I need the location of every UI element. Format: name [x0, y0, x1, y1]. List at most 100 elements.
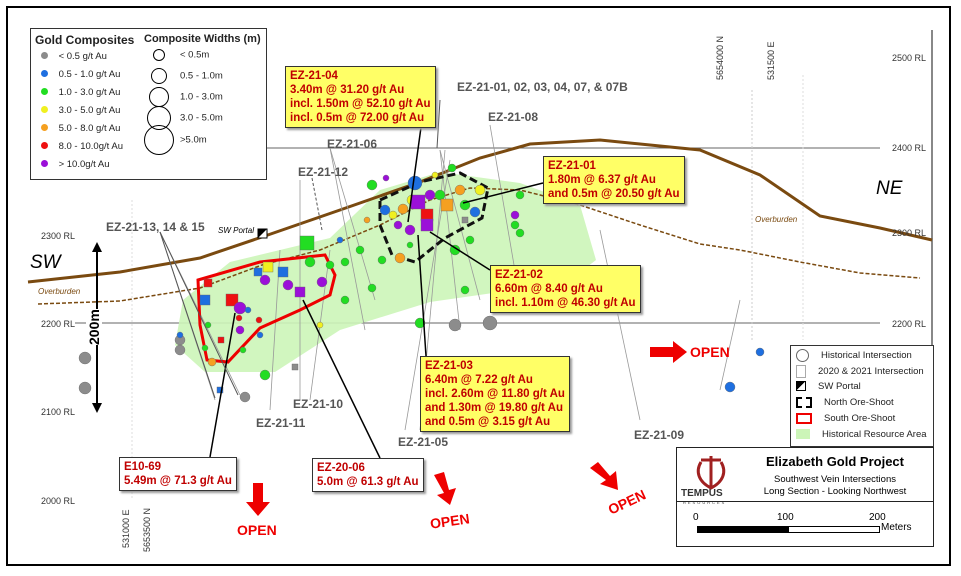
- open-label-east: OPEN: [690, 344, 730, 360]
- composite-marker: [363, 216, 371, 224]
- composite-marker: [259, 369, 271, 381]
- scale-tick-0: 0: [693, 512, 699, 523]
- topography-line: [27, 138, 933, 284]
- legend-symbol-label: Historical Resource Area: [822, 429, 927, 440]
- legend-gold-label: > 10.0g/t Au: [58, 159, 110, 170]
- legend-gold-item: > 10.0g/t Au: [41, 159, 110, 170]
- composite-marker: [207, 357, 217, 367]
- legend-width-label: 1.0 - 3.0m: [180, 91, 223, 103]
- callout-line: and 1.30m @ 19.80 g/t Au: [425, 402, 563, 414]
- composite-marker: [379, 204, 391, 216]
- composite-marker: [256, 331, 264, 339]
- historical-resource-area: [175, 172, 596, 372]
- sw-portal-label: SW Portal: [218, 226, 255, 235]
- callout-line: and 0.5m @ 3.15 g/t Au: [425, 416, 551, 428]
- rl-label-2300-right: 2300 RL: [892, 228, 927, 238]
- composite-marker: [404, 224, 416, 236]
- legend-symbol-icon: [796, 365, 806, 378]
- composite-marker: [449, 244, 461, 256]
- drill-label-ez-21-12: EZ-21-12: [298, 165, 349, 179]
- composites-legend: Gold Composites < 0.5 g/t Au 0.5 - 1.0 g…: [30, 28, 267, 180]
- legend-gold-item: 8.0 - 10.0g/t Au: [41, 141, 123, 152]
- composite-marker: [377, 255, 387, 265]
- callout-line: incl. 1.10m @ 46.30 g/t Au: [495, 297, 636, 309]
- drill-trace: [719, 299, 741, 391]
- drill-label-ez-21-10: EZ-21-10: [293, 397, 344, 411]
- north-ore-shoot: [378, 171, 490, 264]
- grade-dot-icon: [41, 160, 48, 167]
- composite-marker: [474, 184, 486, 196]
- composite-marker: [382, 174, 390, 182]
- title-divider: [677, 501, 933, 502]
- legend-symbol-icon: [796, 349, 809, 362]
- composite-marker: [414, 317, 426, 329]
- composite-marker: [388, 210, 398, 220]
- drill-trace: [329, 147, 376, 301]
- rl-label-2200: 2200 RL: [41, 319, 76, 329]
- composite-marker: [282, 279, 294, 291]
- composite-marker: [304, 256, 316, 268]
- composite-marker: [510, 220, 520, 230]
- composite-marker: [253, 267, 263, 277]
- rl-label-2500: 2500 RL: [892, 53, 927, 63]
- composite-marker: [469, 206, 481, 218]
- drill-label-ez-21-06: EZ-21-06: [327, 137, 378, 151]
- grade-dot-icon: [41, 70, 48, 77]
- legend-gold-label: < 0.5 g/t Au: [58, 51, 107, 62]
- northing-label-top: 5654000 N: [715, 35, 725, 80]
- callout-line: 6.60m @ 8.40 g/t Au: [495, 283, 603, 295]
- composite-marker: [316, 321, 324, 329]
- drill-label-ez-21-11: EZ-21-11: [256, 416, 306, 430]
- width-circle-icon: [153, 49, 165, 61]
- composite-marker: [78, 351, 92, 365]
- legend-gold-label: 8.0 - 10.0g/t Au: [58, 141, 123, 152]
- scale-unit: Meters: [881, 522, 912, 533]
- drill-label-ez-21-group: EZ-21-01, 02, 03, 04, 07, & 07B: [457, 80, 628, 94]
- callout-line: incl. 2.60m @ 11.80 g/t Au: [425, 388, 565, 400]
- composite-marker: [515, 190, 525, 200]
- callout-line: EZ-20-06: [317, 462, 365, 474]
- callout-line: 5.49m @ 71.3 g/t Au: [124, 475, 232, 487]
- composite-marker: [397, 203, 409, 215]
- composite-marker: [482, 315, 498, 331]
- open-arrow-down-3: [590, 462, 618, 490]
- composite-marker: [340, 295, 350, 305]
- composite-marker: [420, 218, 434, 232]
- composite-marker: [367, 283, 377, 293]
- callout-line: EZ-21-01: [548, 160, 596, 172]
- legend-width-item: < 0.5m: [144, 49, 209, 61]
- logo-text: TEMPUS: [681, 488, 723, 499]
- easting-label-bottom: 531000 E: [121, 509, 131, 548]
- composite-marker: [316, 276, 328, 288]
- callout-line: 3.40m @ 31.20 g/t Au: [290, 84, 405, 96]
- project-title: Elizabeth Gold Project: [766, 454, 904, 469]
- tempus-logo-icon: [696, 456, 726, 490]
- legend-symbol-item: SW Portal: [796, 381, 861, 392]
- composite-marker: [259, 274, 271, 286]
- open-arrow-down-2: [434, 472, 456, 505]
- legend-width-label: < 0.5m: [180, 49, 210, 61]
- scale-tick-100: 100: [777, 512, 794, 523]
- legend-symbol-icon: [796, 381, 806, 392]
- composite-marker: [299, 235, 315, 251]
- drill-label-ez-21-08: EZ-21-08: [488, 110, 539, 124]
- rl-label-2400: 2400 RL: [892, 143, 927, 153]
- easting-label-top: 531500 E: [766, 41, 776, 80]
- callout-leaders: [209, 119, 544, 459]
- drill-trace: [599, 229, 641, 421]
- project-subtitle-1: Southwest Vein Intersections: [774, 474, 896, 485]
- legend-symbol-label: Historical Intersection: [821, 350, 912, 362]
- legend-symbol-item: Historical Resource Area: [796, 429, 927, 440]
- rl-label-2000: 2000 RL: [41, 496, 76, 506]
- composite-marker: [448, 318, 462, 332]
- legend-symbol-item: Historical Intersection: [796, 349, 912, 362]
- label-leaders: [159, 99, 441, 399]
- composite-marker: [244, 306, 252, 314]
- rl-label-2200-right: 2200 RL: [892, 319, 927, 329]
- drill-label-ez-21-13: EZ-21-13, 14 & 15: [106, 220, 205, 234]
- drill-trace: [439, 149, 481, 301]
